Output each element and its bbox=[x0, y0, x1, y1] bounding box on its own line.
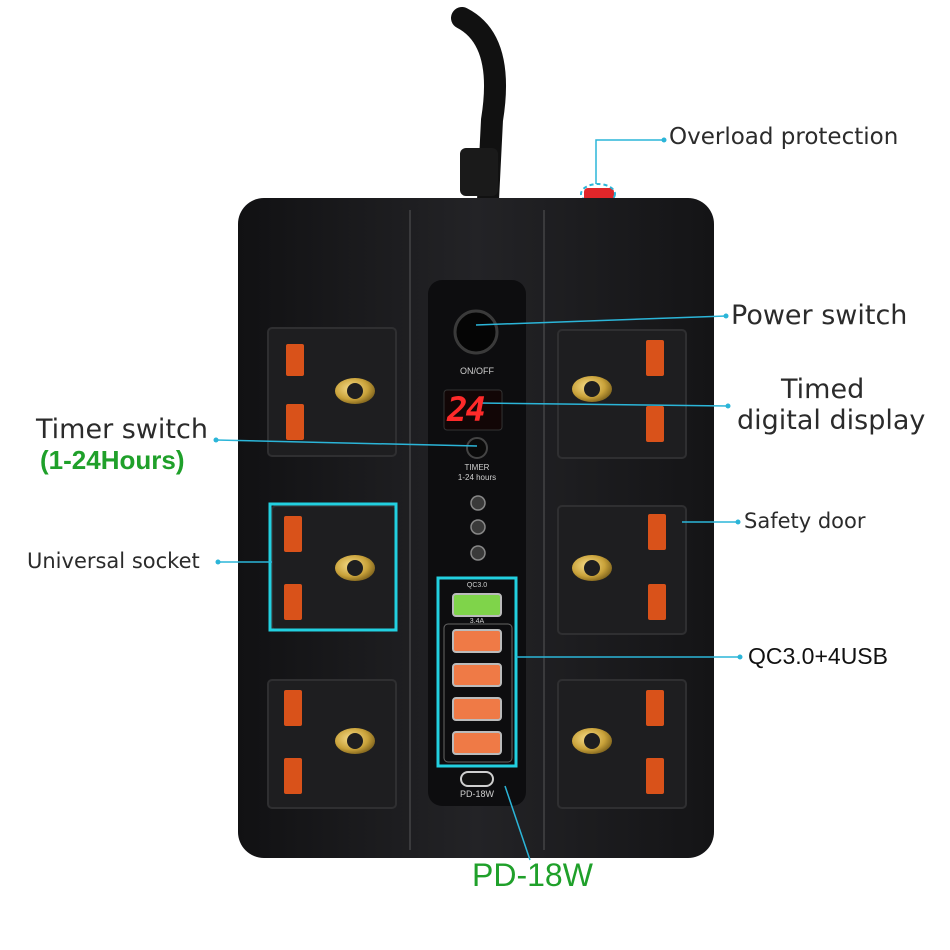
timer-label-line2: 1-24 hours bbox=[457, 473, 497, 482]
usb-ports-label: QC3.0+4USB bbox=[748, 643, 888, 669]
timed-display-label-line2: digital display bbox=[737, 405, 926, 436]
socket-right-1[interactable] bbox=[557, 329, 687, 459]
qc-usb-port[interactable] bbox=[452, 593, 502, 617]
timer-range-label: (1-24Hours) bbox=[40, 445, 185, 475]
usb-current-label: 3.4A bbox=[469, 618, 485, 625]
socket-right-3[interactable] bbox=[557, 679, 687, 809]
callout-lines bbox=[215, 139, 740, 861]
pd-port-label: PD-18W bbox=[459, 789, 494, 799]
socket-left-2[interactable] bbox=[271, 505, 397, 631]
socket-left-3[interactable] bbox=[267, 679, 397, 809]
timer-label-line1: TIMER bbox=[464, 463, 490, 472]
timer-switch-label: Timer switch bbox=[36, 414, 208, 445]
timed-display-label-line1: Timed bbox=[781, 374, 865, 405]
safety-door-label: Safety door bbox=[744, 509, 866, 533]
indicator-light-3 bbox=[470, 545, 486, 561]
usb-c-port[interactable] bbox=[460, 771, 494, 787]
power-cord bbox=[451, 7, 506, 211]
socket-left-1[interactable] bbox=[267, 327, 397, 457]
usb-port-2[interactable] bbox=[452, 663, 502, 687]
timer-switch-button[interactable] bbox=[466, 437, 488, 459]
usb-group-frame bbox=[443, 623, 513, 763]
cord-strain-relief bbox=[460, 148, 498, 196]
usb-ports-highlight bbox=[436, 576, 518, 768]
indicator-light-1 bbox=[470, 495, 486, 511]
overload-protection-label: Overload protection bbox=[669, 124, 899, 150]
switch-label: ON/OFF bbox=[460, 366, 494, 376]
universal-socket-label: Universal socket bbox=[27, 549, 200, 573]
power-switch-label: Power switch bbox=[731, 300, 908, 331]
usb-port-4[interactable] bbox=[452, 731, 502, 755]
callout-dots bbox=[213, 137, 743, 660]
universal-socket-highlight bbox=[268, 502, 398, 632]
usb-port-1[interactable] bbox=[452, 629, 502, 653]
digital-display bbox=[443, 389, 503, 431]
control-panel bbox=[428, 280, 526, 806]
usb-port-3[interactable] bbox=[452, 697, 502, 721]
socket-right-2[interactable] bbox=[557, 505, 687, 635]
power-switch-button[interactable] bbox=[453, 309, 499, 355]
indicator-light-2 bbox=[470, 519, 486, 535]
display-digits: 24 bbox=[447, 390, 486, 430]
pd-port-callout-label: PD-18W bbox=[472, 857, 593, 893]
qc-port-label: QC3.0 bbox=[466, 582, 488, 589]
